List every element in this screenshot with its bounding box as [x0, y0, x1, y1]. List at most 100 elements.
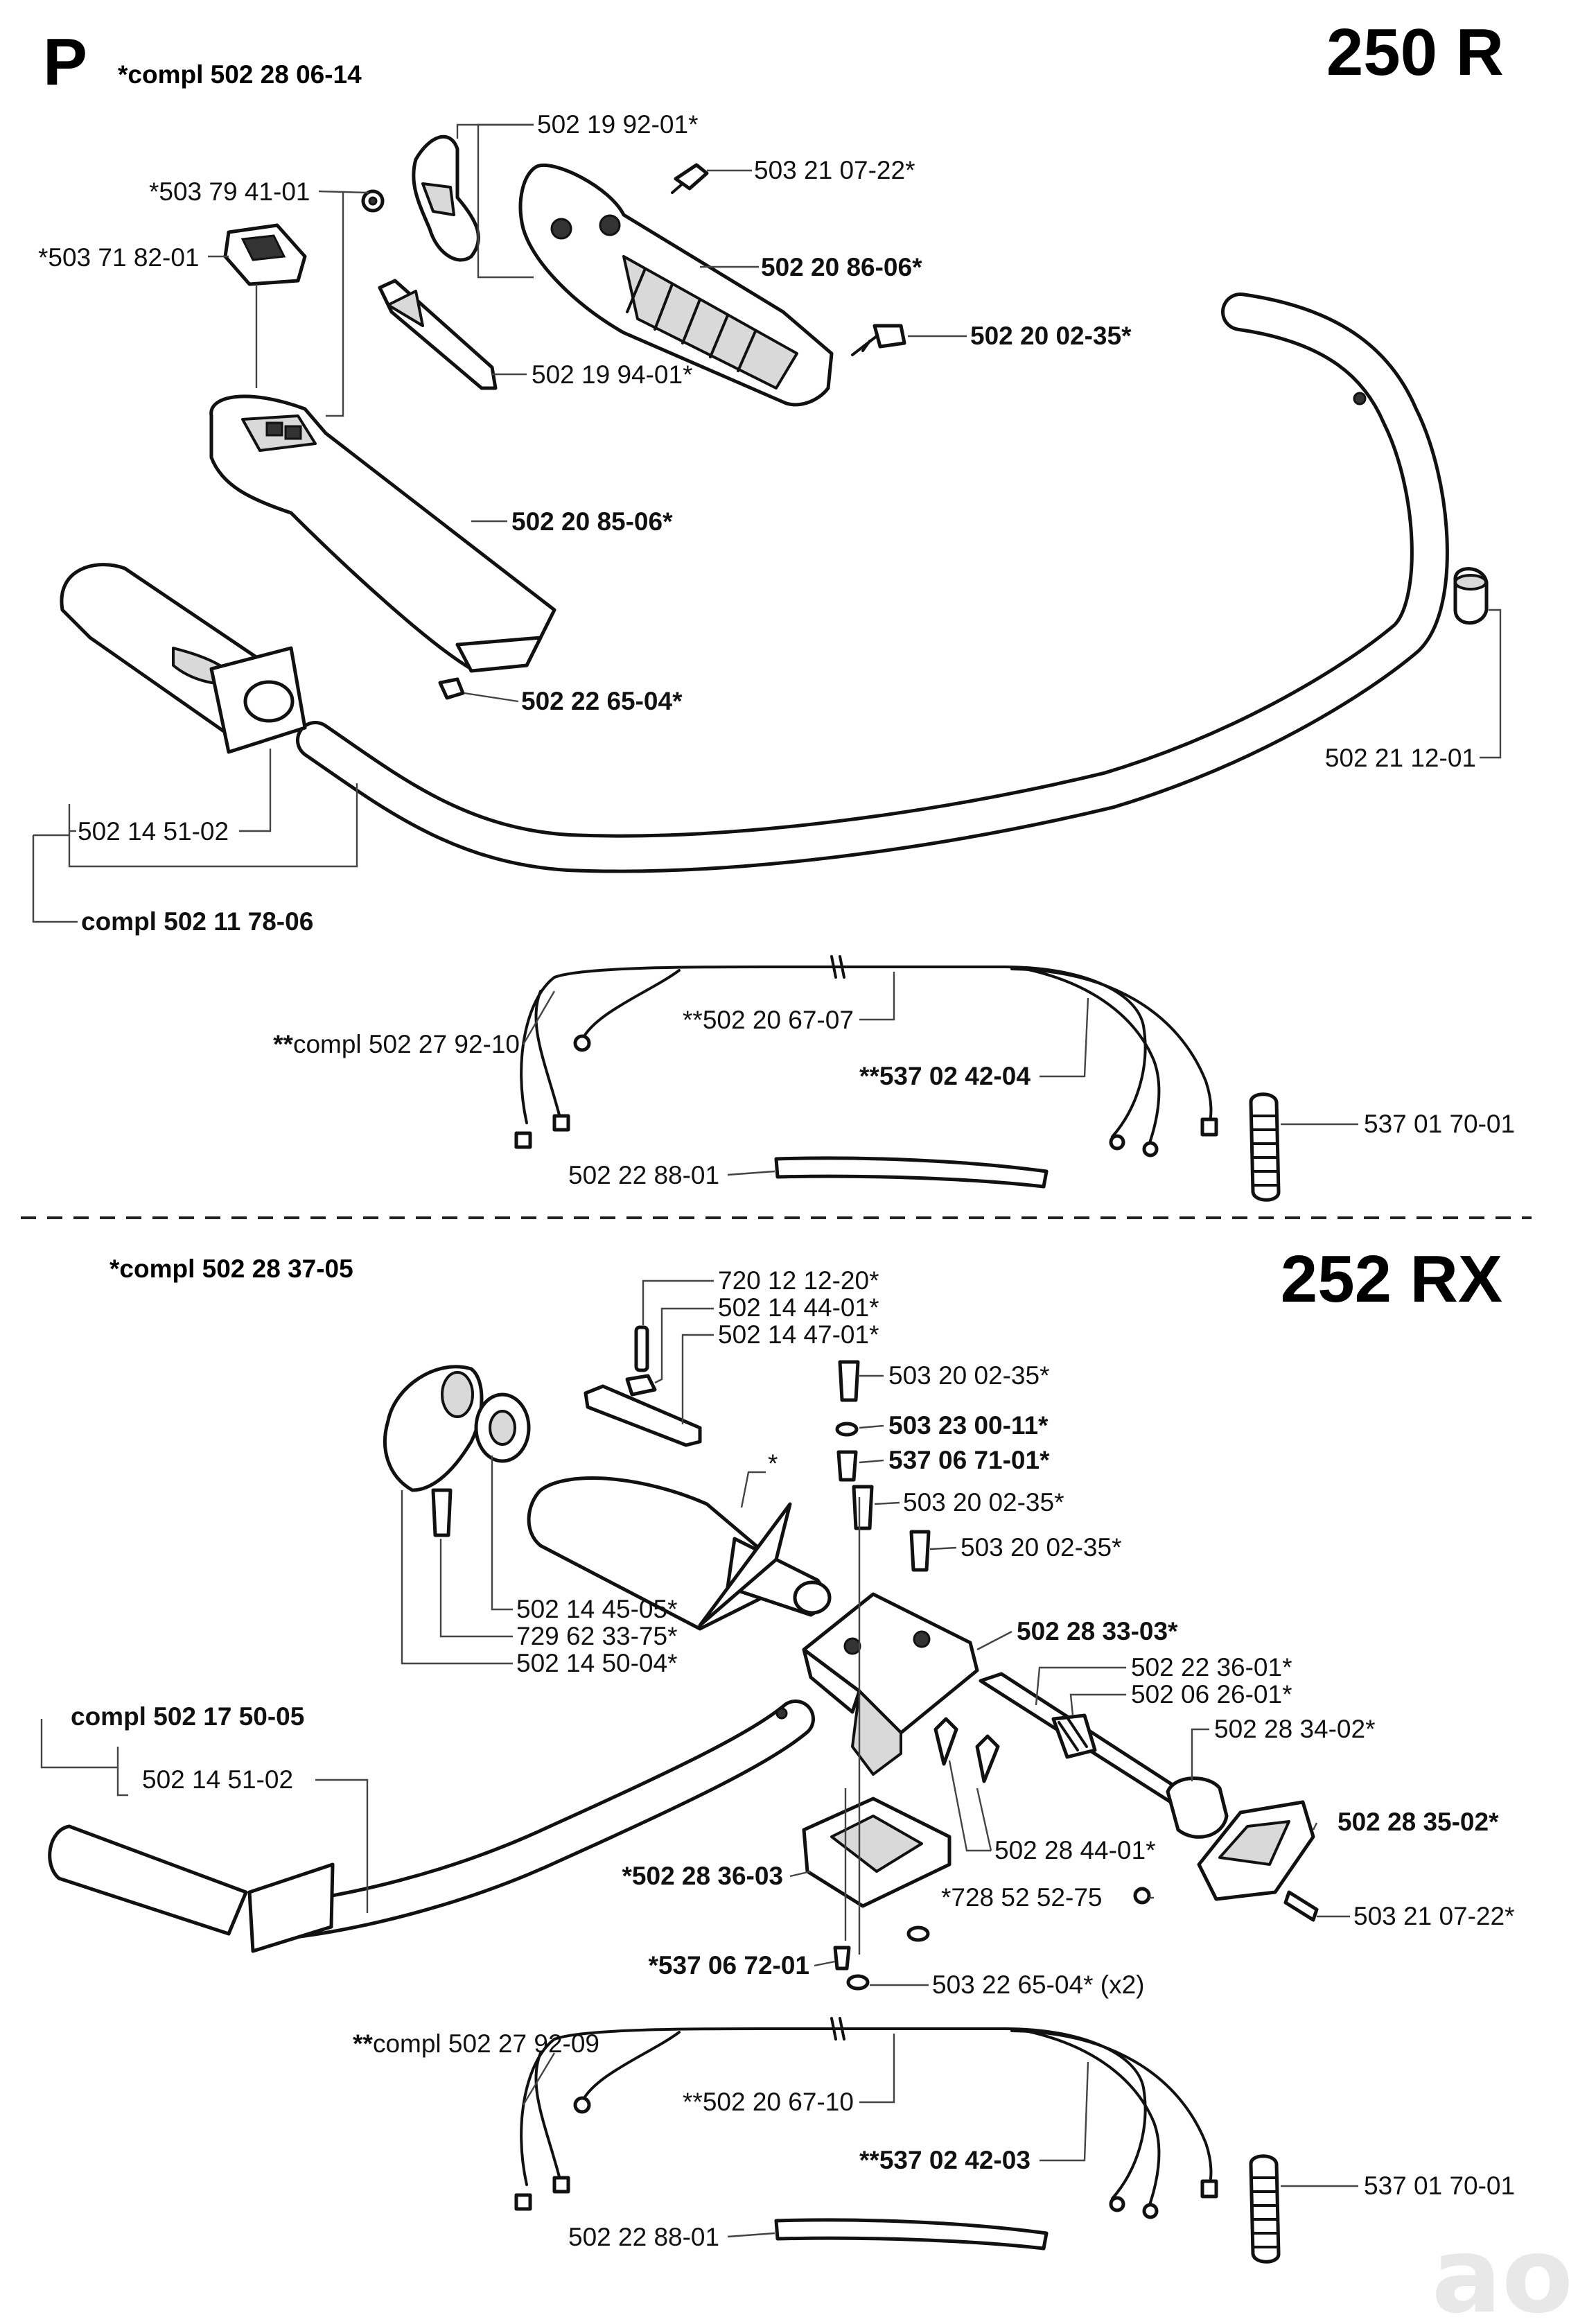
- label-502-20-67-07-prefix: **: [683, 1006, 703, 1034]
- part-cable-252rx: [514, 2017, 1218, 2219]
- label-728-52-52-75: *728 52 52-75: [941, 1883, 1102, 1912]
- part-small-screw-250r: [361, 189, 385, 213]
- part-handle-cover-250r: [518, 164, 834, 407]
- label-537-01-70-01-rx: 537 01 70-01: [1364, 2172, 1515, 2200]
- part-handlebar-250r: [296, 292, 1449, 873]
- label-502-28-33-03: 502 28 33-03*: [1017, 1617, 1178, 1645]
- label-502-19-94-01: 502 19 94-01*: [532, 360, 692, 389]
- label-720-12-12-20: 720 12 12-20*: [718, 1266, 879, 1295]
- label-503-20-02-35-b: 503 20 02-35*: [903, 1488, 1064, 1517]
- label-537-02-42-03-number: 537 02 42-03: [879, 2146, 1031, 2174]
- label-502-14-51-02-rx: 502 14 51-02: [142, 1765, 293, 1794]
- part-spring-252rx: [1249, 2154, 1281, 2264]
- label-compl-502-27-92-09: **compl 502 27 92-09: [353, 2029, 599, 2058]
- label-502-22-65-04: 502 22 65-04*: [521, 687, 683, 715]
- label-502-14-45-05: 502 14 45-05*: [516, 1595, 677, 1623]
- label-503-79-41-01: *503 79 41-01: [149, 177, 310, 206]
- label-502-22-36-01: 502 22 36-01*: [1131, 1653, 1292, 1681]
- label-502-20-67-10-number: 502 20 67-10: [703, 2088, 854, 2116]
- label-502-28-34-02: 502 28 34-02*: [1214, 1715, 1375, 1743]
- part-spring-clip-252rx: [625, 1374, 657, 1397]
- label-537-01-70-01: 537 01 70-01: [1364, 1110, 1515, 1138]
- label-503-20-02-35-c: 503 20 02-35*: [961, 1533, 1121, 1562]
- label-502-20-85-06: 502 20 85-06*: [511, 507, 673, 536]
- part-cable-250r: [514, 955, 1218, 1157]
- label-502-21-12-01: 502 21 12-01: [1325, 744, 1476, 772]
- label-503-21-07-22-rx: 503 21 07-22*: [1353, 1902, 1514, 1930]
- label-502-20-86-06: 502 20 86-06*: [761, 253, 922, 281]
- label-502-20-67-10: **502 20 67-10: [683, 2088, 854, 2116]
- label-502-19-92-01: 502 19 92-01*: [537, 110, 698, 139]
- label-compl-502-11-78-06: compl 502 11 78-06: [81, 907, 313, 936]
- label-537-06-71-01: 537 06 71-01*: [888, 1446, 1050, 1474]
- part-switch-cover-252rx: [1197, 1800, 1315, 1901]
- page-letter: P: [43, 25, 87, 99]
- label-503-22-65-04-x2-text: 503 22 65-04* (x2): [932, 1971, 1144, 1999]
- label-502-28-44-01: 502 28 44-01*: [994, 1836, 1155, 1864]
- label-compl-502-27-92-10-text: compl 502 27 92-10: [293, 1030, 520, 1058]
- part-screw-mid-250r: [851, 324, 906, 356]
- part-pin-252rx: [634, 1325, 649, 1372]
- part-throttle-lever-250r: [412, 134, 480, 262]
- compl-note-250r: *compl 502 28 06-14: [118, 60, 362, 89]
- leader-lines-250r: [32, 123, 1502, 1176]
- label-537-02-42-03: **537 02 42-03: [859, 2146, 1031, 2174]
- label-503-23-00-11: 503 23 00-11*: [888, 1411, 1049, 1440]
- part-throttle-rod-252rx: [979, 1672, 1191, 1811]
- label-503-20-02-35-a: 503 20 02-35*: [888, 1361, 1049, 1390]
- label-503-22-65-04-x2: 503 22 65-04* (x2): [932, 1971, 1144, 1999]
- label-502-28-36-03: *502 28 36-03: [622, 1862, 783, 1890]
- part-end-cap-250r: [1453, 567, 1489, 625]
- label-537-06-72-01: *537 06 72-01: [649, 1951, 809, 1980]
- label-compl-502-27-92-09-prefix: **: [353, 2029, 373, 2058]
- label-729-62-33-75: 729 62 33-75*: [516, 1622, 677, 1650]
- model-title-250r: 250 R: [1326, 15, 1504, 89]
- label-502-20-67-07-number: 502 20 67-07: [703, 1006, 854, 1034]
- label-503-21-07-22: 503 21 07-22*: [754, 156, 915, 184]
- part-cover-strip-252rx: [584, 1384, 702, 1447]
- part-spring-250r: [1249, 1092, 1281, 1202]
- part-screw-top-250r: [671, 163, 709, 194]
- label-537-02-42-03-prefix: **: [859, 2146, 879, 2174]
- part-thumb-lever-252rx: [383, 1365, 484, 1492]
- label-502-22-88-01-rx: 502 22 88-01: [568, 2223, 719, 2251]
- label-502-28-35-02: 502 28 35-02*: [1338, 1808, 1499, 1836]
- label-compl-502-17-50-05: compl 502 17 50-05: [71, 1702, 304, 1731]
- part-screws-252rx: [431, 1360, 1319, 1991]
- part-throttle-housing-250r: [209, 394, 556, 673]
- label-502-20-67-10-prefix: **: [683, 2088, 703, 2116]
- label-502-06-26-01: 502 06 26-01*: [1131, 1680, 1292, 1709]
- part-gear-252rx: [474, 1392, 531, 1463]
- label-compl-502-27-92-10: **compl 502 27 92-10: [273, 1030, 520, 1058]
- label-537-02-42-04-number: 537 02 42-04: [879, 1062, 1031, 1090]
- part-clamp-top-252rx: [802, 1592, 979, 1776]
- part-left-grip-250r: [60, 563, 307, 754]
- leader-lines-252rx: [40, 1279, 1358, 2238]
- part-handlebar-252rx: [272, 1700, 815, 1939]
- part-sleeve-252rx: [774, 2218, 1049, 2251]
- part-sleeve-250r: [774, 1156, 1049, 1189]
- label-537-02-42-04-prefix: **: [859, 1062, 879, 1090]
- part-switch-250r: [223, 223, 307, 286]
- label-asterisk: *: [768, 1449, 778, 1478]
- part-plugs-252rx: [933, 1717, 1000, 1783]
- label-502-14-50-04: 502 14 50-04*: [516, 1649, 677, 1677]
- part-left-grip-252rx: [48, 1824, 335, 1953]
- part-lockout-lever-250r: [378, 279, 498, 390]
- label-502-20-67-07: **502 20 67-07: [683, 1006, 854, 1034]
- watermark-logo: ao: [1432, 2216, 1573, 2324]
- label-502-14-44-01: 502 14 44-01*: [718, 1293, 879, 1322]
- label-502-20-02-35: 502 20 02-35*: [970, 322, 1132, 350]
- part-nut-250r: [438, 677, 465, 700]
- label-502-14-51-02: 502 14 51-02: [78, 817, 229, 846]
- part-throttle-grip-252rx: [527, 1476, 832, 1631]
- label-537-02-42-04: **537 02 42-04: [859, 1062, 1031, 1090]
- part-clamp-bottom-252rx: [802, 1797, 952, 1908]
- label-502-14-47-01: 502 14 47-01*: [718, 1320, 879, 1349]
- label-503-71-82-01: *503 71 82-01: [38, 243, 199, 272]
- compl-note-252rx: *compl 502 28 37-05: [109, 1255, 353, 1283]
- part-lever-end-252rx: [1166, 1776, 1229, 1839]
- model-title-252rx: 252 RX: [1281, 1242, 1502, 1316]
- label-compl-502-27-92-10-prefix: **: [273, 1030, 293, 1058]
